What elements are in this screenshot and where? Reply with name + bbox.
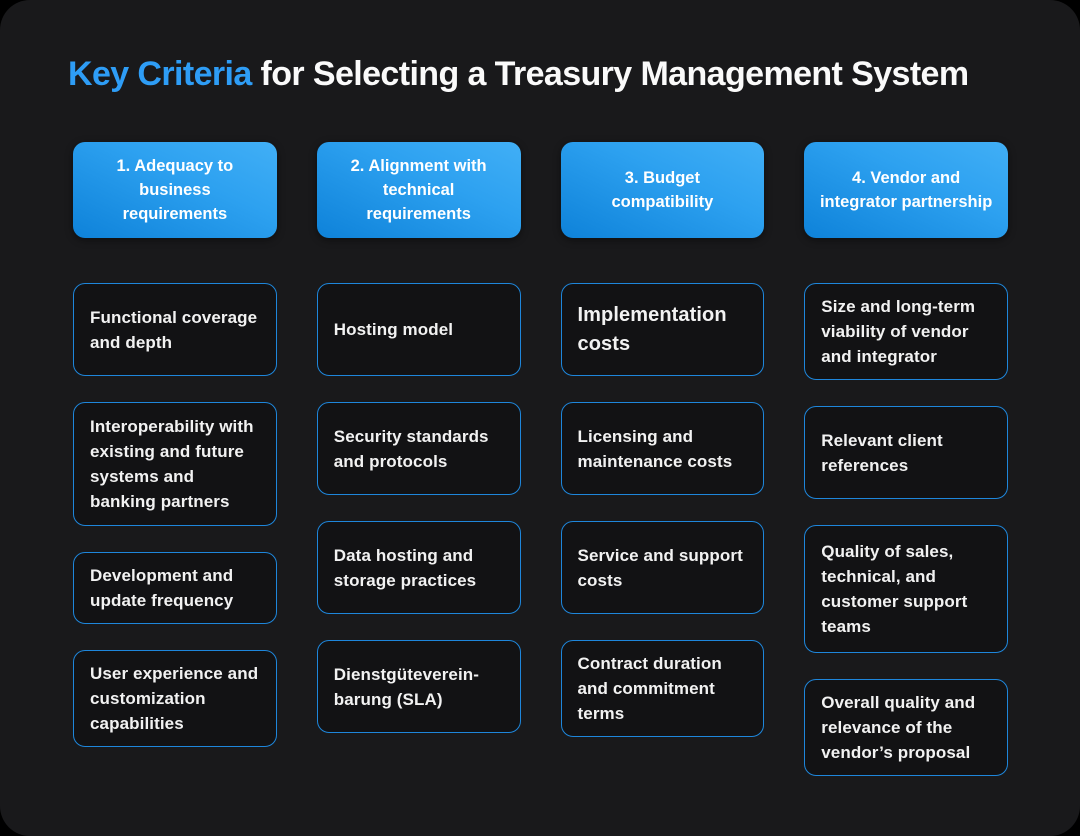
criteria-card: Functional coverage and depth	[73, 283, 277, 376]
criteria-card: Contract duration and commitment terms	[560, 640, 765, 737]
criteria-card: User experience and customization capabi…	[73, 650, 277, 747]
column-header-1: 1. Adequacy to business requirements	[73, 142, 277, 238]
criteria-card: Dienstgüteverein-barung (SLA)	[316, 640, 521, 733]
column-adequacy: 1. Adequacy to business requirements Fun…	[73, 142, 277, 776]
criteria-card: Hosting model	[316, 283, 521, 376]
column-3-cards: Implementation costs Licensing and maint…	[560, 283, 765, 737]
column-4-cards: Size and long-term viability of vendor a…	[804, 283, 1008, 776]
criteria-card: Overall quality and relevance of the ven…	[804, 679, 1008, 776]
criteria-grid: 1. Adequacy to business requirements Fun…	[73, 142, 1008, 776]
criteria-card: Implementation costs	[560, 283, 765, 376]
column-2-cards: Hosting model Security standards and pro…	[316, 283, 521, 733]
criteria-card: Service and support costs	[560, 521, 765, 614]
column-vendor: 4. Vendor and integrator partnership Siz…	[804, 142, 1008, 776]
criteria-card: Licensing and maintenance costs	[560, 402, 765, 495]
criteria-card: Size and long-term viability of vendor a…	[804, 283, 1008, 380]
column-technical: 2. Alignment with technical requirements…	[316, 142, 521, 776]
column-header-2: 2. Alignment with technical requirements	[316, 142, 521, 238]
criteria-card: Security standards and protocols	[316, 402, 521, 495]
column-1-cards: Functional coverage and depth Interopera…	[73, 283, 277, 747]
column-budget: 3. Budget compatibility Implementation c…	[560, 142, 765, 776]
page-title-highlight: Key Criteria	[68, 55, 252, 93]
criteria-card: Quality of sales, technical, and custome…	[804, 525, 1008, 653]
page-title: Key Criteria for Selecting a Treasury Ma…	[68, 55, 970, 94]
criteria-card: Relevant client references	[804, 406, 1008, 499]
criteria-card: Development and update frequency	[73, 552, 277, 624]
column-header-3: 3. Budget compatibility	[560, 142, 765, 238]
page-title-rest: for Selecting a Treasury Management Syst…	[251, 55, 970, 93]
criteria-card: Interoperability with existing and futur…	[73, 402, 277, 526]
criteria-card: Data hosting and storage practices	[316, 521, 521, 614]
column-header-4: 4. Vendor and integrator partnership	[804, 142, 1008, 238]
